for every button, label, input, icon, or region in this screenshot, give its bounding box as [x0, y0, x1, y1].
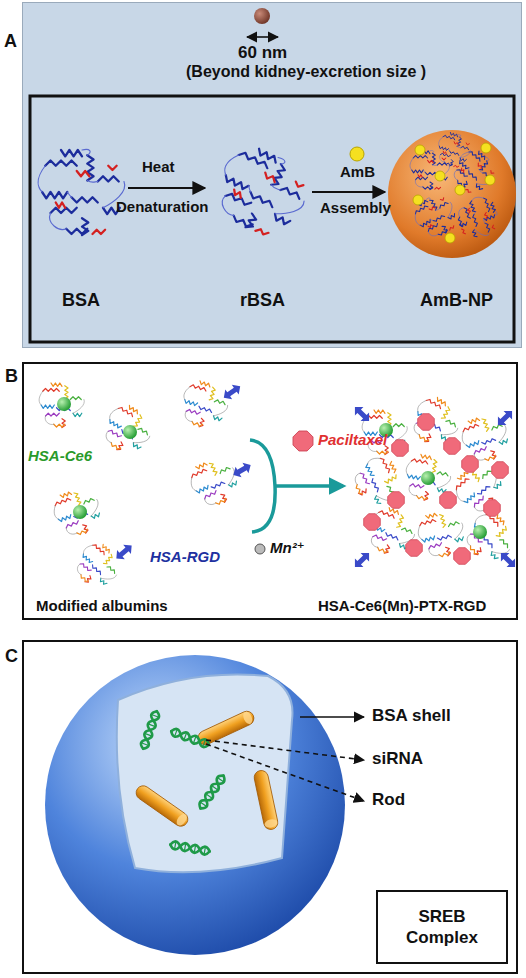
- panel-letter: A: [4, 31, 17, 52]
- text-label: Assembly: [320, 199, 391, 216]
- text-label: Heat: [142, 158, 175, 175]
- merge-arrow: [250, 440, 343, 532]
- text-label: Rod: [372, 790, 405, 810]
- text-label: (Beyond kidney-excretion size ): [186, 63, 426, 81]
- text-label: 60 nm: [238, 43, 287, 63]
- panel-letter: B: [5, 366, 18, 387]
- panel-b: B: [22, 362, 518, 620]
- nanoparticle-size-indicator: [247, 8, 278, 37]
- text-label: BSA: [62, 290, 100, 311]
- text-label: BSA shell: [372, 706, 451, 726]
- heat-arrow: [128, 187, 205, 189]
- text-label: Denaturation: [116, 198, 209, 215]
- panel-letter: C: [5, 646, 18, 667]
- amb-nanoparticle: [388, 130, 516, 258]
- text-label: HSA-Ce6: [28, 447, 92, 464]
- text-label: Mn²⁺: [270, 539, 305, 556]
- assembly-arrow: [312, 191, 385, 193]
- rbsa-protein: [206, 139, 317, 246]
- paclitaxel-symbol: [293, 431, 313, 451]
- cargo: [133, 709, 279, 855]
- hsa-nanoparticle-cluster: [347, 391, 521, 571]
- text-label: HSA-RGD: [150, 548, 220, 565]
- bsa-protein: [38, 149, 125, 235]
- complex-label-box: SREB Complex: [376, 890, 508, 964]
- text-label: siRNA: [372, 749, 423, 769]
- leader-lines: [206, 717, 364, 801]
- manganese-ion: [255, 544, 265, 554]
- amb-molecule: [350, 147, 364, 161]
- box-title: SREB Complex: [400, 906, 484, 948]
- modified-albumins: [39, 378, 254, 595]
- text-label: AmB: [340, 163, 375, 180]
- text-label: HSA-Ce6(Mn)-PTX-RGD: [318, 597, 486, 614]
- text-label: Modified albumins: [36, 597, 168, 614]
- scheme-frame: [30, 96, 514, 342]
- text-label: Paciltaxel: [318, 431, 387, 448]
- panel-c: CSREB Complex: [22, 640, 518, 974]
- text-label: rBSA: [240, 290, 285, 311]
- text-label: AmB-NP: [420, 290, 493, 311]
- bsa-shell-sphere: [45, 655, 345, 955]
